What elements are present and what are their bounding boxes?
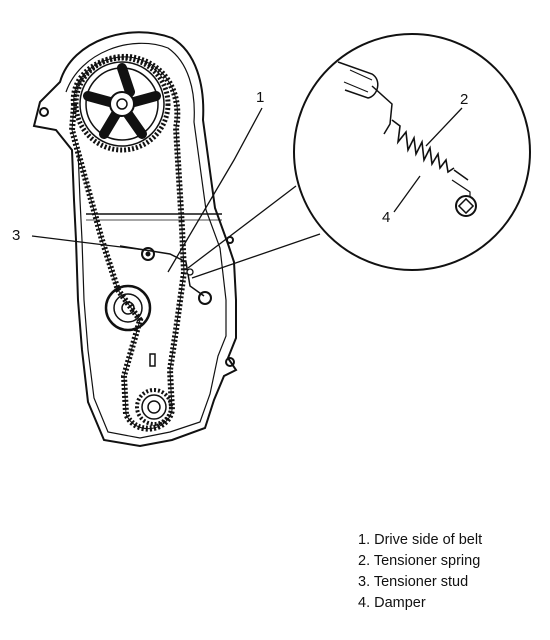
callout-2: 2 <box>460 91 468 108</box>
legend-item: 3. Tensioner stud <box>358 574 469 590</box>
tensioner-stud <box>119 245 212 305</box>
tensioner-spring-icon <box>391 119 455 174</box>
detail-connector <box>186 185 321 279</box>
detail-view <box>293 33 531 271</box>
legend-item: 2. Tensioner spring <box>358 553 481 569</box>
tensioner-pulley <box>104 284 152 332</box>
legend: 1. Drive side of belt 2. Tensioner sprin… <box>358 530 548 614</box>
timing-cover <box>32 31 238 448</box>
crankshaft-pulley <box>135 353 173 426</box>
damper-icon <box>455 195 477 217</box>
leader-lines <box>31 107 463 273</box>
legend-item: 1. Drive side of belt <box>358 532 483 548</box>
callout-4: 4 <box>382 209 390 226</box>
callout-3: 3 <box>12 227 20 244</box>
legend-item: 4. Damper <box>358 595 426 611</box>
camshaft-pulley <box>73 55 171 153</box>
callout-1: 1 <box>256 89 264 106</box>
